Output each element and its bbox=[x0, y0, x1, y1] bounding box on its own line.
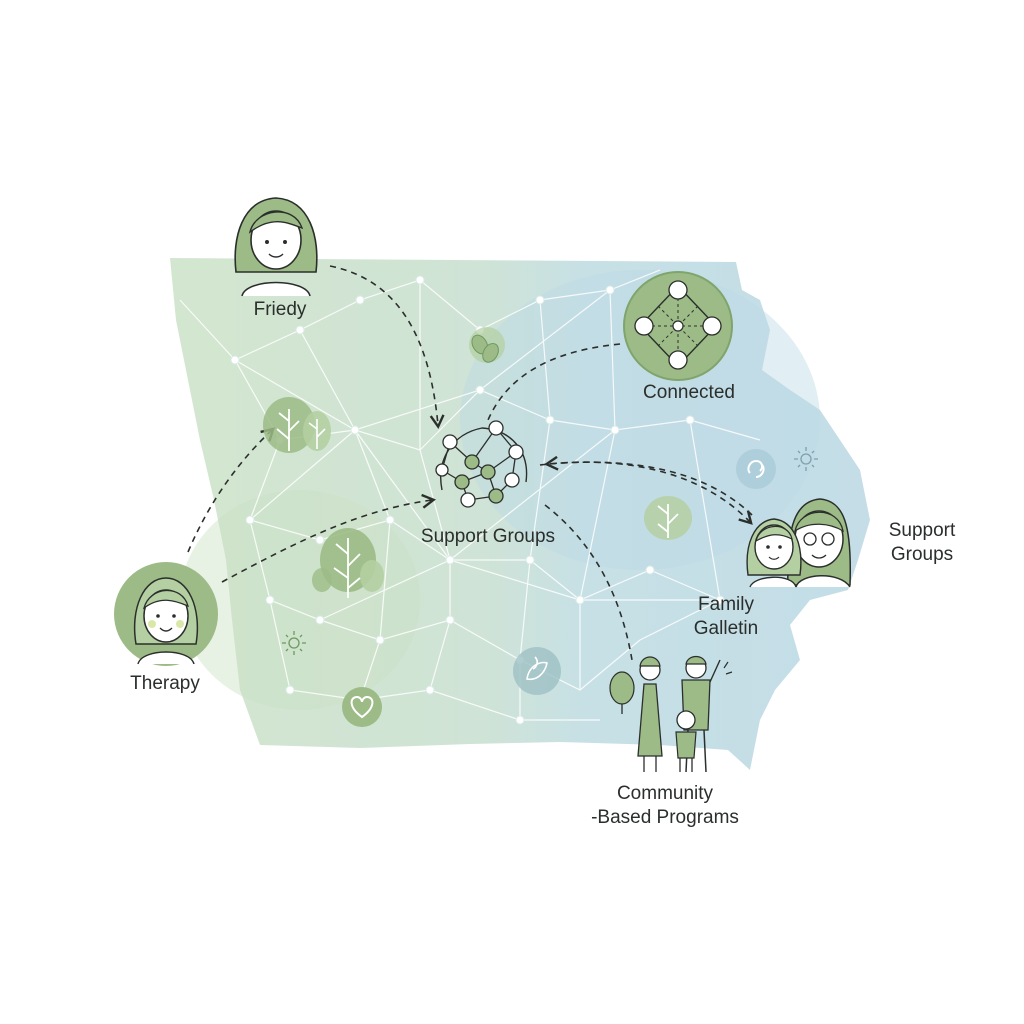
community-label-line1: Community bbox=[616, 783, 714, 804]
family-label-line2: Galletin bbox=[693, 618, 759, 639]
support-groups-right-label-line2: Groups bbox=[890, 544, 954, 565]
connected-label: Connected bbox=[643, 382, 735, 403]
connection-arrows bbox=[187, 265, 753, 661]
woman-portrait-icon bbox=[234, 197, 318, 297]
connected-circle-icon bbox=[623, 271, 733, 381]
sun-icon bbox=[794, 447, 818, 471]
network-cluster-icon bbox=[435, 420, 528, 508]
link-badge-icon bbox=[736, 449, 776, 489]
friedy-label: Friedy bbox=[253, 299, 307, 320]
tree-icon bbox=[312, 528, 384, 598]
therapy-label: Therapy bbox=[130, 673, 200, 694]
sun-icon bbox=[282, 631, 306, 655]
leaf-pair-icon bbox=[513, 647, 561, 695]
state-map-shape bbox=[170, 258, 870, 770]
map-wash bbox=[460, 270, 820, 570]
community-label-line2: -Based Programs bbox=[591, 807, 739, 828]
support-groups-right-label-line1: Support bbox=[888, 520, 956, 541]
therapy-portrait-icon bbox=[114, 562, 218, 666]
support-groups-center-label: Support Groups bbox=[420, 526, 556, 547]
tree-icon bbox=[644, 496, 692, 540]
heart-badge-icon bbox=[342, 687, 382, 727]
family-label-line1: Family bbox=[698, 594, 754, 615]
network-nodes bbox=[230, 275, 725, 725]
leaf-pair-icon bbox=[469, 327, 505, 363]
community-family-icon bbox=[609, 655, 733, 773]
family-portrait-icon bbox=[746, 498, 852, 588]
tree-icon bbox=[263, 397, 331, 453]
